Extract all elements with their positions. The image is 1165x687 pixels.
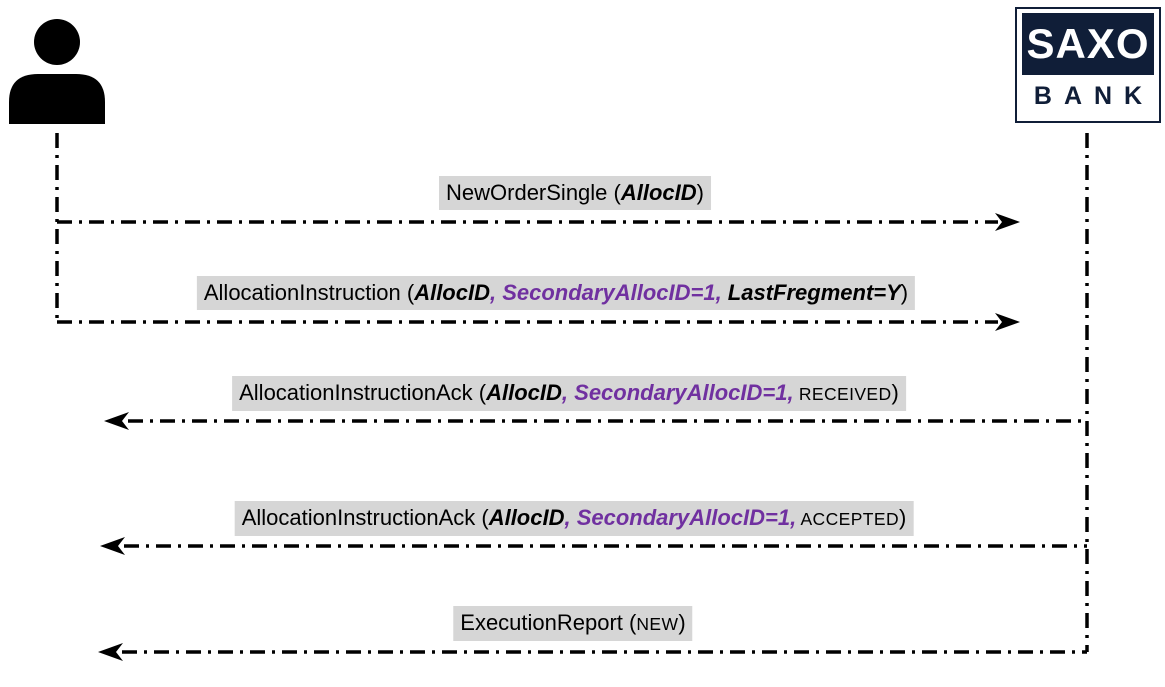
- message-segment: AllocID: [488, 505, 565, 530]
- message-3-arrowhead-left: [104, 412, 129, 430]
- message-segment: NewOrderSingle (: [446, 180, 621, 205]
- message-2-arrowhead-right: [995, 313, 1020, 331]
- saxo-logo-text: SAXO: [1026, 20, 1150, 67]
- saxo-bank-logo: SAXO BANK: [1015, 7, 1161, 123]
- message-segment: AllocID: [620, 180, 697, 205]
- message-segment: , SecondaryAllocID=1,: [564, 505, 797, 530]
- message-segment: , SecondaryAllocID=1,: [561, 380, 794, 405]
- message-segment: ): [898, 505, 907, 530]
- message-segment: ): [696, 180, 704, 205]
- message-segment: ): [891, 380, 899, 405]
- message-1-arrowhead-right: [995, 213, 1020, 231]
- message-5-arrowhead-left: [98, 643, 123, 661]
- person-icon: [9, 19, 105, 124]
- message-segment: RECEIVED: [793, 384, 892, 404]
- message-segment: AllocationInstructionAck (: [239, 380, 487, 405]
- message-label-allocation-instruction-ack-received: AllocationInstructionAck (AllocID, Secon…: [232, 376, 906, 411]
- message-4-arrowhead-left: [100, 537, 125, 555]
- message-segment: AllocID: [414, 280, 490, 305]
- message-segment: ACCEPTED: [796, 509, 899, 529]
- message-segment: , SecondaryAllocID=1,: [489, 280, 722, 305]
- message-label-new-order-single: NewOrderSingle (AllocID): [439, 176, 711, 210]
- message-segment: ): [678, 610, 686, 635]
- bank-logo-text: BANK: [1033, 81, 1155, 110]
- message-segment: AllocID: [486, 380, 562, 405]
- message-segment: NEW: [636, 614, 679, 634]
- message-segment: AllocationInstruction (: [203, 280, 415, 305]
- message-label-allocation-instruction: AllocationInstruction (AllocID, Secondar…: [196, 276, 916, 310]
- message-segment: LastFregment=Y: [721, 280, 901, 305]
- saxo-logo-bank-row: BANK: [1022, 75, 1154, 117]
- saxo-logo-wordmark: SAXO: [1022, 13, 1154, 75]
- message-segment: AllocationInstructionAck (: [241, 505, 489, 530]
- message-label-execution-report: ExecutionReport (NEW): [453, 606, 693, 641]
- message-segment: ): [900, 280, 909, 305]
- message-label-allocation-instruction-ack-accepted: AllocationInstructionAck (AllocID, Secon…: [234, 501, 914, 536]
- message-segment: ExecutionReport (: [460, 610, 637, 635]
